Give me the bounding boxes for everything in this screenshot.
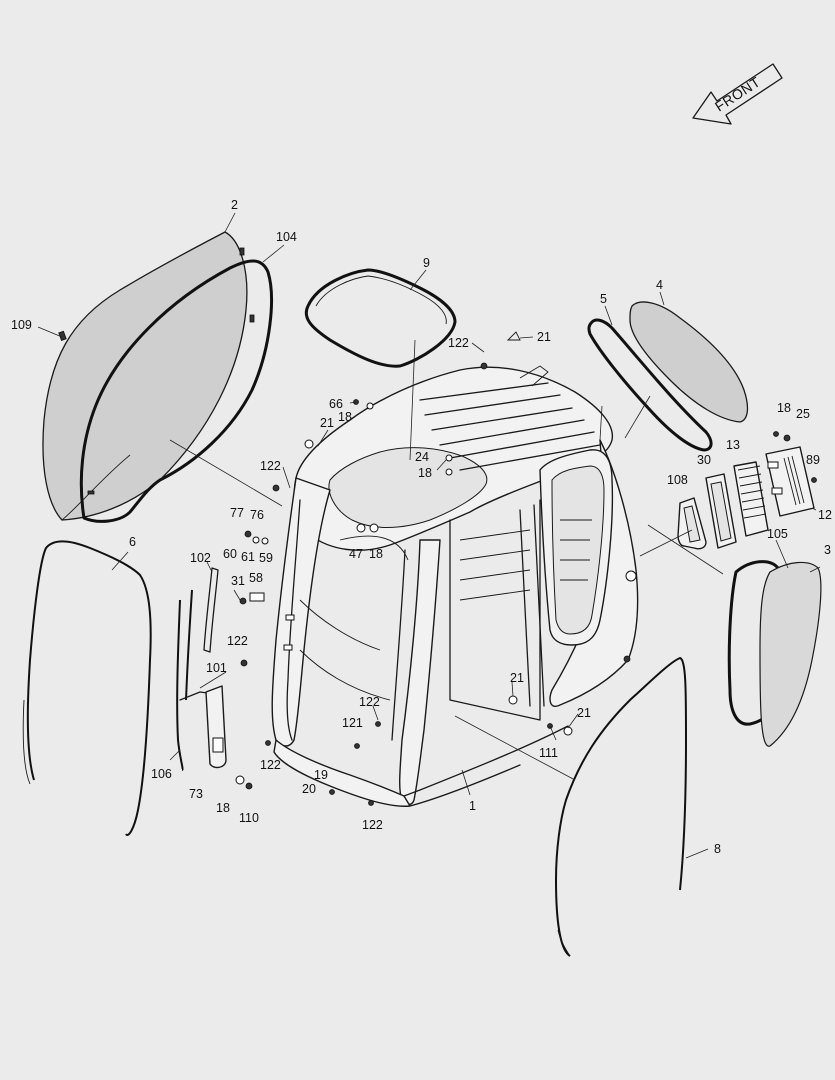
- callout-109: 109: [11, 318, 32, 332]
- callout-24: 24: [415, 450, 429, 464]
- part-102-rail: [203, 567, 219, 653]
- callout-25: 25: [796, 407, 810, 421]
- part-9-roof-seal: [304, 268, 457, 368]
- callout-76: 76: [250, 508, 264, 522]
- callout-3: 3: [824, 543, 831, 557]
- part-1-cab-frame: [271, 365, 639, 807]
- callout-6: 6: [129, 535, 136, 549]
- callout-18-right: 18: [777, 401, 791, 415]
- callout-13: 13: [726, 438, 740, 452]
- callout-31: 31: [231, 574, 245, 588]
- part-108-frame: [677, 497, 707, 550]
- callout-labels: 2 104 109 9 5 4 21 122 66 18 21 122 24 1…: [11, 198, 832, 856]
- callout-111: 111: [539, 746, 558, 760]
- part-13-filter: [733, 461, 769, 537]
- callout-9: 9: [423, 256, 430, 270]
- part-106-rod: [176, 599, 184, 771]
- callout-12: 12: [818, 508, 832, 522]
- callout-18-frame: 18: [369, 547, 383, 561]
- callout-77: 77: [230, 506, 244, 520]
- callout-30: 30: [697, 453, 711, 467]
- callout-104: 104: [276, 230, 297, 244]
- leader-lines: [37, 212, 821, 859]
- callout-21-left: 21: [320, 416, 334, 430]
- callout-2: 2: [231, 198, 238, 212]
- callout-19: 19: [314, 768, 328, 782]
- callout-18-window: 18: [418, 466, 432, 480]
- callout-21-rear: 21: [577, 706, 591, 720]
- callout-106: 106: [151, 767, 172, 781]
- callout-61: 61: [241, 550, 255, 564]
- callout-105: 105: [767, 527, 788, 541]
- callout-21-floor: 21: [510, 671, 524, 685]
- callout-101: 101: [206, 661, 227, 675]
- part-3-glass: [759, 561, 822, 747]
- callout-47: 47: [349, 547, 363, 561]
- part-5-rear-seal: [587, 318, 713, 452]
- part-104-glass-seal: [79, 259, 273, 523]
- callout-58: 58: [249, 571, 263, 585]
- callout-1: 1: [469, 799, 476, 813]
- part-30-frame: [705, 473, 737, 549]
- part-6-door-seal: [22, 540, 152, 836]
- callout-8: 8: [714, 842, 721, 856]
- callout-122-bottom: 122: [362, 818, 383, 832]
- callout-108: 108: [667, 473, 688, 487]
- callout-60: 60: [223, 547, 237, 561]
- callout-110: 110: [239, 811, 259, 825]
- callout-122-door: 122: [227, 634, 248, 648]
- front-direction-arrow: FRONT: [692, 63, 783, 125]
- part-73-lock: [205, 685, 227, 769]
- callout-102: 102: [190, 551, 211, 565]
- callout-4: 4: [656, 278, 663, 292]
- callout-121: 121: [342, 716, 363, 730]
- part-8-rear-seal: [554, 656, 688, 957]
- callout-18-roof: 18: [338, 410, 352, 424]
- callout-59: 59: [259, 551, 273, 565]
- callout-20: 20: [302, 782, 316, 796]
- part-101-rail: [179, 589, 223, 701]
- callout-122-lower: 122: [260, 758, 281, 772]
- part-4-rear-glass: [629, 301, 749, 423]
- callout-73: 73: [189, 787, 203, 801]
- fasteners: [235, 331, 817, 806]
- callout-66: 66: [329, 397, 343, 411]
- front-label: FRONT: [712, 73, 763, 114]
- callout-18-lock: 18: [216, 801, 230, 815]
- part-2-left-glass: [42, 231, 255, 521]
- callout-21-roof: 21: [537, 330, 551, 344]
- callout-122-roof: 122: [448, 336, 469, 350]
- callout-122-left: 122: [260, 459, 281, 473]
- callout-5: 5: [600, 292, 607, 306]
- callout-122-floor: 122: [359, 695, 380, 709]
- callout-89: 89: [806, 453, 820, 467]
- part-12-cover: [765, 446, 815, 517]
